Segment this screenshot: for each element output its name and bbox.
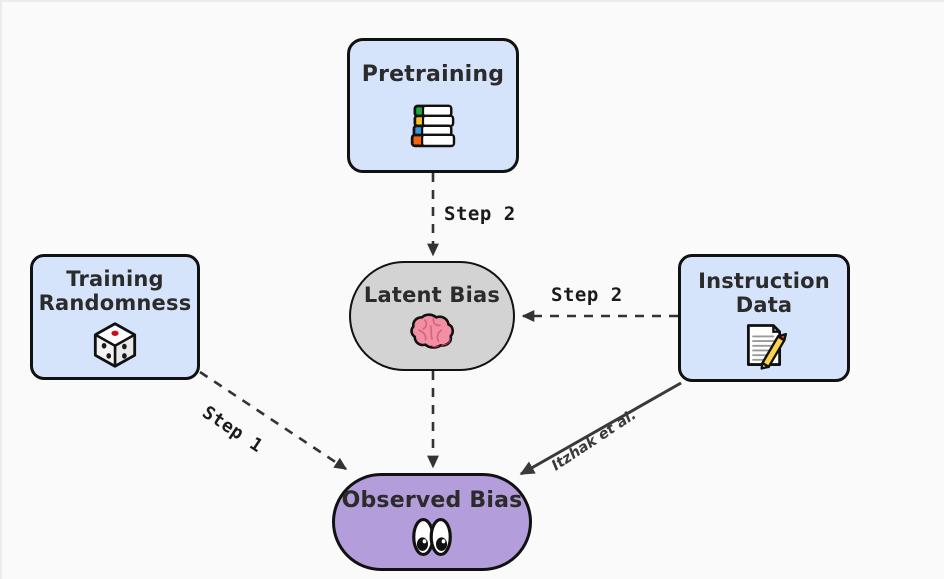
edge-label-step-2-pretraining: Step 2 [444, 203, 516, 225]
node-instruction-data-label: Instruction Data [698, 269, 830, 317]
node-pretraining-label: Pretraining [361, 62, 505, 88]
books-icon [404, 96, 462, 154]
node-instruction-data[interactable]: Instruction Data [678, 254, 850, 382]
memo-pencil-icon [739, 320, 789, 370]
edge-label-step-2-instruction: Step 2 [551, 284, 623, 306]
brain-icon [409, 310, 455, 352]
node-observed-bias[interactable]: Observed Bias [332, 473, 532, 571]
eyes-icon [409, 517, 455, 557]
node-pretraining[interactable]: Pretraining [347, 38, 519, 173]
node-observed-bias-label: Observed Bias [341, 488, 523, 514]
game-die-icon [90, 320, 140, 370]
edge-instruction-data-to-observed-bias [519, 381, 682, 476]
node-training-randomness-label: Training Randomness [38, 267, 192, 315]
node-training-randomness[interactable]: Training Randomness [30, 254, 200, 380]
edge-training-randomness-to-observed-bias [199, 370, 348, 471]
node-latent-bias[interactable]: Latent Bias [349, 261, 515, 371]
node-latent-bias-label: Latent Bias [363, 283, 501, 308]
